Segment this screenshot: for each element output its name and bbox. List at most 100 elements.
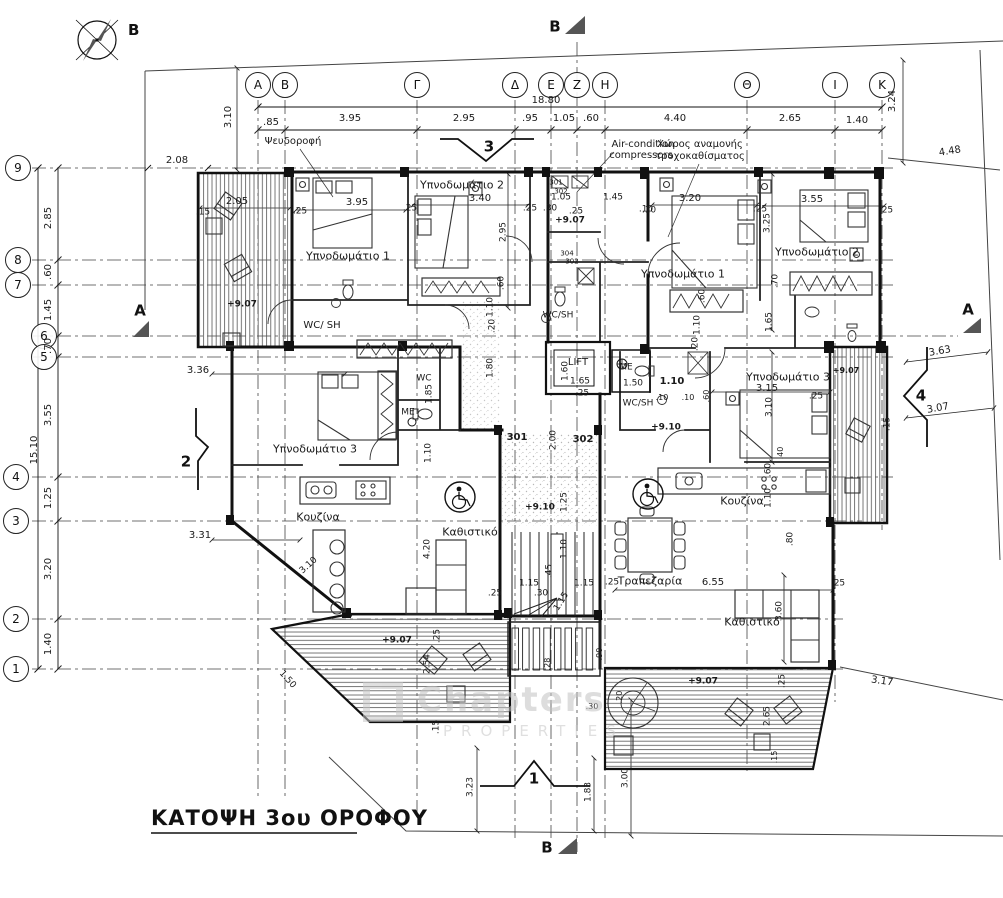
dimension-chains	[34, 103, 886, 673]
note-label: Χώρος αναμονής	[657, 139, 743, 150]
bed	[671, 195, 758, 289]
grid-bubble-column: Ι	[822, 72, 848, 98]
bed	[414, 195, 469, 269]
sink	[331, 298, 820, 405]
dim-label: 1.10	[763, 487, 774, 509]
dim-label: 1.25	[43, 486, 54, 510]
drawing-title: ΚΑΤΟΨΗ 3ου ΟΡΟΦΟΥ	[151, 806, 428, 830]
note-label: Ψευδοροφή	[264, 136, 322, 147]
dim-label: .25	[830, 578, 846, 589]
room-label: ΜΕ	[619, 362, 633, 373]
dim-label: 3.10	[764, 396, 775, 418]
section-marker-label: B	[541, 838, 553, 857]
dim-label: .25	[574, 388, 590, 399]
room-label: Καθιστικό	[442, 525, 498, 539]
dim-label: .40	[776, 446, 785, 460]
door-arcs	[267, 235, 726, 461]
dim-label: .20	[487, 318, 498, 334]
grid-bubble-column: Δ	[502, 72, 528, 98]
note-label: compressors	[609, 150, 673, 161]
dim-label: .60	[702, 389, 711, 403]
dim-label: .25	[777, 673, 788, 689]
dim-label: 3.23	[465, 776, 476, 798]
grid-bubble-column: Κ	[869, 72, 895, 98]
dim-label: 1.40	[43, 632, 54, 656]
door-tag: 301	[506, 432, 528, 443]
note-label: Air-condition	[611, 139, 675, 150]
balcony-right	[828, 345, 889, 525]
dim-label: .25	[808, 391, 824, 402]
dim-label: 1.10	[659, 376, 685, 387]
room-label: Υπνοδωμάτιο 2	[420, 178, 504, 192]
dim-label: 1.15	[518, 578, 540, 589]
dim-label: 3.36	[186, 365, 210, 376]
grid-bubble-column: Γ	[404, 72, 430, 98]
dim-label: 2.65	[762, 705, 773, 727]
dim-label: .20	[690, 336, 701, 352]
grid-bubble-column: Η	[592, 72, 618, 98]
dim-label: 2.65	[778, 113, 802, 124]
north-compass-icon	[75, 19, 119, 61]
dim-label: 18.80	[531, 95, 561, 106]
room-label: WC/SH	[542, 310, 574, 321]
room-label: Υπνοδωμάτιο 1	[306, 249, 390, 263]
room-label: WC/SH	[622, 398, 654, 409]
kitchen-counter	[299, 467, 831, 615]
dim-label: .15	[882, 416, 893, 432]
dim-label: .60	[697, 288, 708, 304]
dim-label: 1.80	[485, 357, 496, 379]
dim-label: .70	[43, 338, 54, 354]
section-arrow-a-right	[963, 318, 981, 333]
dim-label: .25	[487, 588, 503, 599]
compass-north-label: Β	[128, 21, 140, 39]
wheelchair-icon	[444, 478, 664, 513]
dim-label: .25	[604, 577, 620, 588]
dim-label: .90	[595, 647, 604, 661]
note-label: τροχοκαθίσματος	[655, 151, 745, 162]
level-marker: +9.07	[227, 299, 257, 310]
dim-label: 1.10	[559, 538, 570, 560]
door-tag: 301	[549, 178, 563, 187]
dim-label: .25	[432, 628, 443, 644]
level-marker: +9.07	[832, 366, 860, 375]
section-arrow-b-bottom	[558, 838, 577, 854]
dim-label: 1.40	[845, 115, 869, 126]
dim-label: .25	[402, 203, 418, 214]
veranda-bottom-left	[269, 612, 512, 724]
dim-label: .30	[585, 702, 599, 711]
room-label: ΜΕ	[401, 407, 415, 418]
me-shaft	[611, 349, 651, 393]
sofa	[405, 539, 820, 663]
grid-bubble-row: 7	[5, 272, 31, 298]
level-marker: +9.10	[651, 422, 681, 433]
floor-textures	[462, 300, 598, 526]
grid-bubble-row: 2	[3, 606, 29, 632]
dim-label: .15	[770, 750, 779, 764]
room-label: Υπνοδωμάτιο 1	[641, 267, 725, 281]
dim-label: 3.95	[338, 113, 362, 124]
dim-label: .25	[568, 206, 584, 217]
dim-label: 1.10	[692, 314, 703, 336]
dim-label: 1.05	[552, 113, 576, 124]
room-label: Καθιστικό	[724, 615, 780, 629]
staircase	[511, 532, 594, 618]
section-marker-label: 3	[483, 137, 495, 156]
level-marker: +9.07	[555, 215, 585, 226]
dim-label: .25	[522, 203, 538, 214]
section-marker-label: 2	[180, 452, 192, 471]
dim-label: 3.95	[345, 197, 369, 208]
bed	[739, 389, 831, 459]
side-table	[205, 217, 861, 756]
section-marker-label: A	[134, 301, 146, 320]
dim-label: 1.45	[602, 192, 624, 203]
dim-label: .28	[543, 657, 552, 671]
dining-table	[614, 506, 686, 584]
dim-label: .25	[292, 206, 308, 217]
pergola	[507, 621, 601, 677]
dim-label: 3.10	[223, 105, 234, 129]
dim-label: 2.95	[498, 221, 509, 243]
grid-bubble-column: Α	[245, 72, 271, 98]
level-marker: +9.10	[525, 502, 555, 513]
